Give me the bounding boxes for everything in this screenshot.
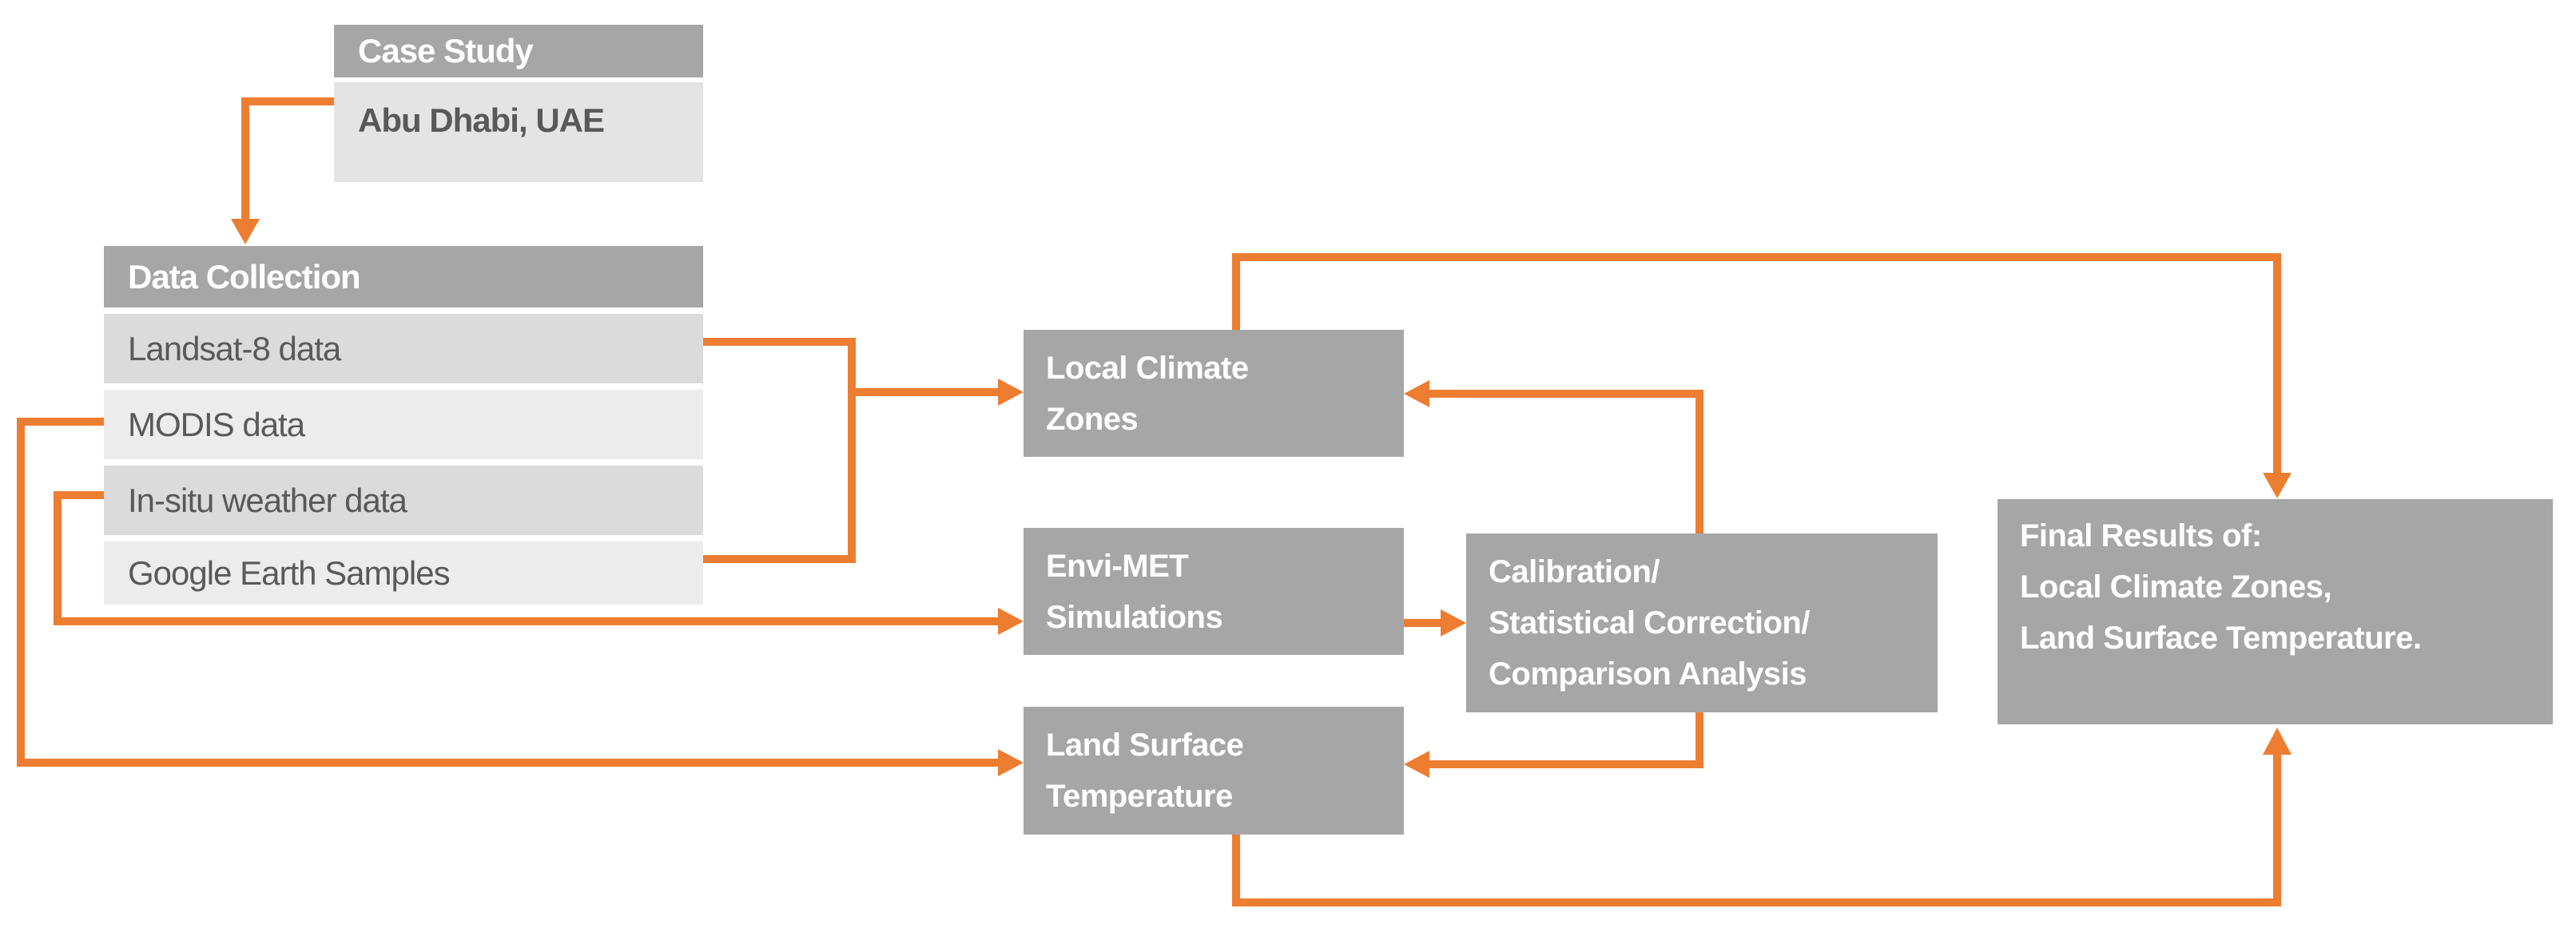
connector-local-climate-zones-to-final-results [1232,253,2281,476]
data-collection-item-landsat8: Landsat-8 data [104,314,703,383]
connector-case-study-to-data-collection [241,97,334,222]
case-study-header: Case Study [334,25,703,77]
arrowhead-right-local-climate-zones [998,379,1024,406]
connector-modis-to-land-surface-temperature [17,418,1000,767]
connector-calibration-to-land-surface-temperature [1427,712,1703,768]
final-results-box: Final Results of: Local Climate Zones, L… [1998,499,2553,724]
connector-landsat-google-merge [703,338,856,563]
local-climate-zones-box: Local Climate Zones [1024,330,1404,457]
connector-land-surface-temperature-to-final-results [1232,753,2281,906]
arrowhead-down-data-collection [231,219,260,244]
arrowhead-down-final-results [2263,473,2292,498]
arrowhead-up-final-results [2263,728,2292,755]
connector-insitu-to-envimet [54,491,1000,625]
arrowhead-right-calibration [1441,609,1466,637]
envi-met-simulations-box: Envi-MET Simulations [1024,528,1404,655]
data-collection-item-modis: MODIS data [104,390,703,459]
case-study-location: Abu Dhabi, UAE [334,82,703,182]
arrowhead-left-land-surface-temperature [1404,751,1429,778]
calibration-box: Calibration/ Statistical Correction/ Com… [1466,533,1938,712]
data-collection-item-insitu: In-situ weather data [104,466,703,535]
arrowhead-left-local-climate-zones [1404,380,1429,407]
data-collection-header: Data Collection [104,246,703,307]
data-collection-item-google-earth: Google Earth Samples [104,541,703,605]
land-surface-temperature-box: Land Surface Temperature [1024,707,1404,835]
arrowhead-right-envimet [998,608,1024,635]
arrowhead-right-land-surface-temperature [998,749,1024,776]
connector-calibration-to-local-climate-zones [1427,390,1703,533]
